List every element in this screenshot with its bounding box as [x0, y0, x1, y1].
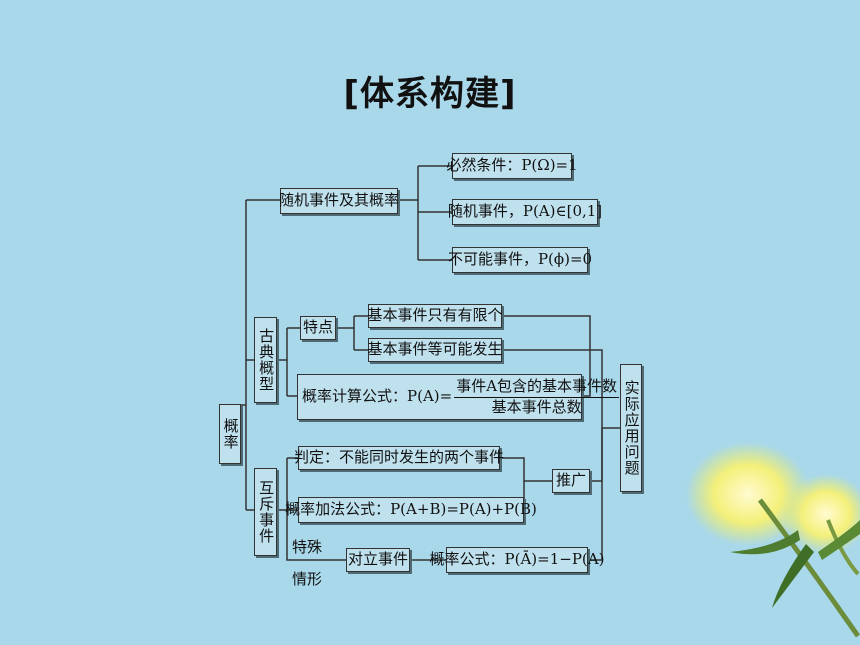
node-complementary-event: 对立事件 [346, 548, 410, 572]
node-finite-events: 基本事件只有有限个 [368, 304, 503, 328]
formula-fraction: 事件A包含的基本事件数 基本事件总数 [454, 378, 620, 416]
connector [286, 510, 346, 561]
page-title: [体系构建] [343, 74, 517, 114]
dandelion-leaf [772, 544, 814, 608]
formula-numerator: 事件A包含的基本事件数 [454, 378, 620, 398]
formula-label: 概率计算公式：P(A)= [302, 387, 453, 406]
node-classical-model: 古典概型 [254, 317, 277, 403]
node-certain-event: 必然条件：P(Ω)=1 [446, 153, 578, 179]
connector [277, 328, 288, 396]
node-practical-applications: 实际应用问题 [620, 364, 642, 492]
dandelion-stem [826, 519, 860, 576]
node-complement-formula: 概率公式：P(Ā)=1−P(A) [430, 547, 604, 573]
label-special: 特殊 [292, 538, 323, 556]
node-random-range: 随机事件，P(A)∈[0,1] [448, 199, 602, 225]
connector [398, 166, 419, 260]
node-random-event: 随机事件及其概率 [279, 188, 399, 214]
node-probability-formula: 概率计算公式：P(A)= 事件A包含的基本事件数 基本事件总数 [297, 374, 620, 420]
dandelion-leaf [818, 520, 860, 560]
node-features: 特点 [300, 316, 336, 340]
connector [588, 428, 603, 561]
node-exclusive-events: 互斥事件 [254, 468, 277, 556]
connector [500, 457, 552, 482]
node-addition-formula: 概率加法公式：P(A+B)=P(A)+P(B) [285, 497, 537, 523]
node-definition: 判定：不能同时发生的两个事件 [294, 446, 504, 470]
connector [277, 458, 288, 511]
node-probability: 概率 [219, 404, 241, 464]
formula-denominator: 基本事件总数 [491, 397, 582, 416]
connector [336, 316, 355, 350]
node-impossible-event: 不可能事件，P(ϕ)=0 [448, 247, 592, 273]
dandelion-leaf [730, 530, 800, 555]
dandelion-head-right [782, 474, 860, 554]
node-equally-likely: 基本事件等可能发生 [368, 338, 503, 362]
dandelion-stem [757, 498, 860, 638]
connector [240, 200, 247, 510]
dandelion-head-left [686, 442, 810, 546]
label-case: 情形 [292, 570, 323, 588]
connector [502, 315, 591, 397]
node-generalize: 推广 [552, 469, 590, 493]
